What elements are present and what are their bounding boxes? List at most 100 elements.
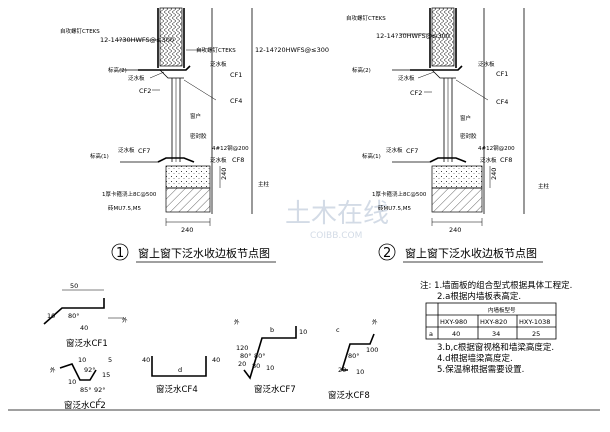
cf7-out: 外 <box>234 318 240 326</box>
detail2-top-flashing <box>410 65 463 71</box>
detail2-label-cf8: CF8 <box>500 156 512 164</box>
detail1-label-sealant: 密封胶 <box>190 132 207 140</box>
detail1-label-window: 窗户 <box>190 112 201 120</box>
detail1-label-brick: 砖MU7.5,M5 <box>108 204 142 212</box>
detail1-title: 窗上窗下泛水收边板节点图 <box>138 246 270 260</box>
detail2-title: 窗上窗下泛水收边板节点图 <box>405 246 537 260</box>
detail2-label-window: 窗户 <box>460 114 471 122</box>
detail2-label-flash: 泛水板 <box>398 74 415 82</box>
cf7-shape <box>243 326 297 380</box>
detail2-leader-flash <box>417 71 435 79</box>
detail1-bottom-flashing <box>157 157 195 163</box>
notes-block: 注: 1.墙面板的组合型式根据具体工程定. 2.a根据内墙板表高定. 内墙板型号… <box>420 280 572 375</box>
detail1-dim-240-h: 240 <box>181 226 193 234</box>
cf4-dim-d: d <box>178 366 182 374</box>
table-value-1: 40 <box>452 330 460 338</box>
detail2-label-sealant: 密封胶 <box>460 132 477 140</box>
detail2-brick-wall <box>431 187 483 213</box>
detail1-label-cf2: CF2 <box>139 87 151 95</box>
detail1-label-cf4: CF4 <box>230 97 242 105</box>
table-value-3: 25 <box>532 330 540 338</box>
detail2-dim-240-v: 240 <box>490 168 498 180</box>
watermark: 土木在线 COIBB.COM <box>285 199 389 241</box>
note-line-1: 注: 1.墙面板的组合型式根据具体工程定. <box>420 280 572 291</box>
table-header-2: HXY-820 <box>480 318 507 326</box>
cf8-shape <box>340 333 375 371</box>
cf8-dim-80: 80° <box>348 352 360 360</box>
cf7-dim-20: 20 <box>238 360 246 368</box>
cf2-dim-10b: 10 <box>68 378 76 386</box>
cf2-dim-92b: 92° <box>94 386 106 394</box>
detail1-label-flash2: 泛水板 <box>118 146 135 154</box>
cf7-name: 窗泛水CF7 <box>254 384 296 395</box>
watermark-main: 土木在线 <box>285 199 389 229</box>
detail1-label-spec-top: 12-14?30HWFS@≤300 <box>100 36 174 44</box>
cf4-dim-40a: 40 <box>142 356 150 364</box>
watermark-sub: COIBB.COM <box>310 231 362 241</box>
detail1-brick-wall <box>165 187 211 213</box>
profile-cf1: 50 10 80° 40 外 窗泛水CF1 <box>43 282 128 349</box>
cf1-dim-40: 40 <box>80 324 88 332</box>
cf7-dim-10a: 10 <box>299 328 307 336</box>
note-line-3: 3.b,c根据窗视格和墙梁高度定. <box>437 342 554 353</box>
profile-cf4: 40 d 40 窗泛水CF4 <box>142 356 220 395</box>
cf8-dim-10: 10 <box>356 368 364 376</box>
cf2-name: 窗泛水CF2 <box>64 400 106 411</box>
table-value-2: 34 <box>492 330 500 338</box>
detail-2: 240 240 自攻螺钉CTEKS 12-14?30HWFS@≤300 标高(2… <box>346 7 550 263</box>
table-title: 内墙板型号 <box>488 306 516 314</box>
cf4-shape <box>151 356 207 377</box>
detail1-label-flash-right: 泛水板 <box>210 60 227 68</box>
table-row-label: a <box>429 330 433 338</box>
detail2-label-flash2-right: 泛水板 <box>480 156 497 164</box>
cf1-out: 外 <box>122 316 128 324</box>
detail-1: 240 240 自攻螺钉CTEKS 12-14?30HWFS@≤300 自攻螺钉… <box>60 7 329 263</box>
detail1-flashing-cf4 <box>159 69 184 79</box>
table-header-3: HXY-1038 <box>519 318 550 326</box>
cf8-out: 外 <box>372 318 378 326</box>
detail1-label-cf1: CF1 <box>230 71 242 79</box>
detail2-flashing-cf4 <box>431 69 456 79</box>
detail2-label-elev1: 标高(1) <box>362 152 381 160</box>
detail2-label-cf4: CF4 <box>496 98 508 106</box>
cf7-dim-80c: 80 <box>252 362 260 370</box>
cf4-dim-40b: 40 <box>212 356 220 364</box>
detail1-label-cf8: CF8 <box>232 156 244 164</box>
detail1-number-circle <box>111 243 129 261</box>
note-line-2: 2.a根据内墙板表高定. <box>437 291 521 302</box>
detail1-label-bar: 4#12钢@200 <box>212 144 249 152</box>
cf2-dim-85: 85° <box>80 386 92 394</box>
cf2-dim-92a: 92° <box>84 366 96 374</box>
detail2-label-brick: 砖MU7.5,M5 <box>378 204 412 212</box>
cf2-dim-10a: 10 <box>78 356 86 364</box>
cf7-dim-120: 120 <box>236 344 248 352</box>
detail2-label-bar: 4#12钢@200 <box>478 144 515 152</box>
cf1-dim-80deg: 80° <box>68 312 80 320</box>
cf8-dim-c: c <box>336 326 340 334</box>
cf1-name: 窗泛水CF1 <box>66 338 108 349</box>
detail1-label-teks-top: 自攻螺钉CTEKS <box>60 27 100 35</box>
table-header-1: HXY-980 <box>440 318 467 326</box>
detail1-label-elev1: 标高(1) <box>90 152 109 160</box>
detail2-label-flash2: 泛水板 <box>386 146 403 154</box>
cf1-dim-10: 10 <box>47 312 55 320</box>
detail2-label-flash-right: 泛水板 <box>478 60 495 68</box>
cf7-dim-b: b <box>270 326 274 334</box>
detail1-dim-240-v: 240 <box>220 168 228 180</box>
detail2-label-column: 主柱 <box>538 182 550 190</box>
detail2-label-cf7: CF7 <box>406 147 418 155</box>
detail2-bottom-flashing <box>429 157 467 163</box>
detail2-wall-panel <box>431 7 455 67</box>
detail1-number: 1 <box>116 246 124 261</box>
profile-cf8: c 外 100 80° 20 10 窗泛水CF8 <box>328 318 378 401</box>
detail1-top-flashing <box>138 65 191 71</box>
cf7-dim-80a: 80° <box>240 352 252 360</box>
cf2-dim-c: c <box>98 396 102 404</box>
detail2-number-circle <box>378 243 396 261</box>
detail1-leader-flash <box>149 71 165 79</box>
detail1-ring-beam <box>165 165 211 189</box>
detail2-ring-beam <box>431 165 483 189</box>
detail2-dim-240-h: 240 <box>449 226 461 234</box>
cf8-name: 窗泛水CF8 <box>328 390 370 401</box>
